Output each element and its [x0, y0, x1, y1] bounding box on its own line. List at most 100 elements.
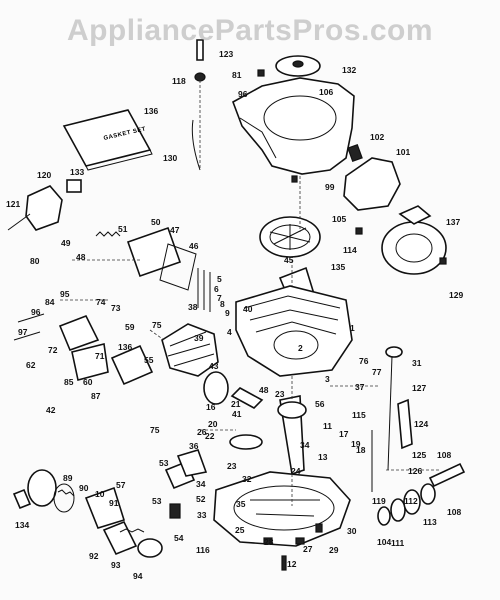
part-number-label: 35 [236, 499, 246, 509]
blower-housing-opening [263, 95, 337, 141]
part-number-label: 90 [79, 483, 89, 493]
part-number-label: 11 [323, 421, 332, 431]
part-number-label: 74 [96, 297, 106, 307]
part-number-label: 12 [287, 559, 297, 569]
part-number-label: 135 [331, 262, 346, 272]
part-number-label: 119 [372, 496, 386, 506]
part-number-label: 75 [150, 425, 160, 435]
part-number-label: 104 [377, 537, 392, 547]
part-number-label: 114 [343, 245, 357, 255]
part-number-label: 10 [95, 489, 105, 499]
part-number-label: 30 [347, 526, 357, 536]
part-number-label: 1 [350, 323, 355, 333]
part-number-label: 34 [196, 479, 206, 489]
part-number-label: 32 [242, 474, 252, 484]
part-number-label: 113 [423, 517, 437, 527]
part-number-label: 38 [188, 302, 198, 312]
part-number-label: 19 [351, 439, 361, 449]
part-number-label: 43 [209, 361, 219, 371]
filter-element [27, 469, 57, 507]
part-number-label: 31 [412, 358, 422, 368]
part-number-label: 112 [404, 496, 418, 506]
part-number-label: 87 [91, 391, 101, 401]
part-number-label: 23 [227, 461, 237, 471]
part-number-label: 8 [220, 299, 225, 309]
part-number-label: 40 [243, 304, 253, 314]
part-number-label: 9 [225, 308, 230, 318]
part-number-label: 53 [152, 496, 162, 506]
part-number-label: 46 [189, 241, 199, 251]
part-number-label: 62 [26, 360, 36, 370]
part-number-label: 20 [208, 419, 218, 429]
part-number-label: 72 [48, 345, 58, 355]
part-number-label: 76 [359, 356, 369, 366]
blower-housing [232, 77, 355, 175]
muffler [343, 157, 401, 211]
part-number-label: 121 [6, 199, 21, 209]
part-number-label: 17 [339, 429, 349, 439]
part-number-label: 92 [89, 551, 99, 561]
part-number-label: 81 [232, 70, 242, 80]
part-number-label: 53 [159, 458, 169, 468]
part-number-label: 134 [15, 520, 30, 530]
part-number-label: 132 [342, 65, 357, 75]
part-number-label: 116 [196, 545, 210, 555]
part-number-label: 73 [111, 303, 121, 313]
part-number-label: 28 [264, 537, 274, 547]
part-number-label: 71 [95, 351, 105, 361]
part-number-label: 47 [170, 225, 180, 235]
part-number-label: 6 [214, 284, 219, 294]
part-number-label: 108 [437, 450, 452, 460]
part-number-label: 27 [303, 544, 313, 554]
carburetor-cover [126, 226, 182, 278]
part-number-label: 25 [235, 525, 245, 535]
part-number-label: 59 [125, 322, 135, 332]
part-number-label: 34 [300, 440, 310, 450]
part-number-label: 93 [111, 560, 121, 570]
part-number-label: 91 [109, 498, 119, 508]
part-number-label: 96 [238, 89, 248, 99]
part-number-label: 51 [118, 224, 128, 234]
part-number-label: 33 [197, 510, 207, 520]
part-number-label: 77 [372, 367, 382, 377]
part-number-label: 24 [291, 466, 301, 476]
part-number-label: 3 [325, 374, 330, 384]
part-number-label: 125 [412, 450, 427, 460]
part-number-label: 99 [325, 182, 335, 192]
part-number-label: 16 [206, 402, 216, 412]
part-number-label: 115 [352, 410, 366, 420]
part-number-label: 42 [46, 405, 56, 415]
part-number-label: 105 [332, 214, 347, 224]
part-number-label: 21 [231, 399, 241, 409]
part-number-label: 36 [189, 441, 199, 451]
air-cleaner [25, 185, 63, 231]
part-number-label: 49 [61, 238, 71, 248]
part-number-label: 102 [370, 132, 385, 142]
part-number-label: 95 [60, 289, 70, 299]
part-number-label: 94 [133, 571, 143, 581]
part-number-label: 96 [31, 307, 41, 317]
part-number-label: 126 [408, 466, 423, 476]
part-number-label: 48 [259, 385, 269, 395]
part-number-label: 54 [174, 533, 184, 543]
part-number-label: 75 [152, 320, 162, 330]
part-number-label: 60 [83, 377, 93, 387]
part-number-label: 56 [315, 399, 325, 409]
part-number-label: 29 [329, 545, 339, 555]
part-number-label: 85 [64, 377, 74, 387]
part-number-label: 124 [414, 419, 429, 429]
part-number-label: 23 [275, 389, 285, 399]
part-number-label: 118 [172, 76, 186, 86]
part-number-label: 136 [144, 106, 159, 116]
part-number-label: 48 [76, 252, 86, 262]
part-number-label: 120 [37, 170, 52, 180]
part-number-label: 2 [298, 343, 303, 353]
part-number-label: 123 [219, 49, 234, 59]
part-number-label: 18 [356, 445, 366, 455]
recoil-starter [381, 221, 447, 275]
carburetor [110, 344, 154, 386]
part-number-label: 97 [18, 327, 28, 337]
part-number-label: 137 [446, 217, 461, 227]
